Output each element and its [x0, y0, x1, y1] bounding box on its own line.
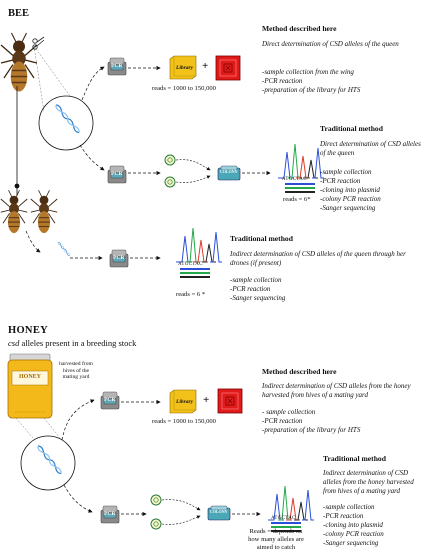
method-heading: Traditional method: [320, 124, 383, 133]
section-title-bee: BEE: [8, 8, 30, 19]
library-label: Library: [176, 399, 194, 405]
method-description: Indirect determination of CSD alleles of…: [230, 250, 406, 267]
method-step: -cloning into plasmid: [320, 186, 380, 194]
subtitle-rest: alleles present in a breeding stock: [21, 338, 137, 348]
dna-strand-icon: [57, 241, 71, 257]
section-subtitle: csd alleles present in a breeding stock: [8, 338, 137, 349]
gene-name: csd: [8, 338, 20, 348]
plus-sign: +: [202, 60, 209, 72]
hts-sequencer-icon: [215, 55, 241, 81]
method-step: -sample collection: [323, 503, 375, 511]
method-heading: Traditional method: [323, 454, 386, 463]
colony-label: COLONY: [210, 509, 228, 514]
pcr-label: PCR: [104, 511, 116, 517]
method-step: -PCR reaction: [230, 285, 271, 293]
plasmid-icon: [150, 494, 162, 530]
sequence-bars-icon: [180, 268, 210, 278]
method-heading: Method described here: [262, 367, 337, 376]
method-step: -colony PCR reaction: [320, 195, 381, 203]
method-step: -preparation of the library for HTS: [262, 426, 361, 434]
chromatogram-icon: [175, 227, 223, 263]
drone-bee-icon: [30, 189, 58, 234]
method-description: Direct determination of CSD alleles of t…: [262, 40, 399, 48]
method-step: -Sanger sequencing: [230, 294, 286, 302]
sequence-bars-icon: [285, 183, 315, 193]
queen-bee-icon: [0, 32, 38, 93]
drone-bee-icon: [0, 189, 28, 234]
pcr-label: PCR: [111, 171, 123, 177]
wing-dna-magnifier: [38, 95, 94, 151]
method-step: -preparation of the library for HTS: [262, 86, 361, 94]
pcr-label: PCR: [113, 255, 125, 261]
sequence-text: ATGCTAC: [271, 516, 296, 521]
plus-sign: +: [203, 394, 210, 406]
pcr-label: PCR: [111, 63, 123, 69]
sequence-text: ATGCTAC: [282, 177, 307, 182]
plasmid-icon: [164, 154, 176, 188]
method-step: -sample collection: [320, 168, 372, 176]
method-step: -Sanger sequencing: [323, 539, 379, 547]
reads-label: Reads = depends on how many alleles are …: [248, 528, 304, 551]
chromatogram-icon: [277, 143, 325, 179]
method-step: -sample collection: [230, 276, 282, 284]
honey-dna-magnifier: [20, 435, 76, 491]
method-step: -PCR reaction: [323, 512, 364, 520]
method-heading: Method described here: [262, 24, 337, 33]
method-step: - sample collection: [262, 408, 316, 416]
colony-label: COLONY: [220, 169, 238, 174]
method-description: Direct determination of CSD alleles of t…: [320, 140, 421, 157]
method-step: -cloning into plasmid: [323, 521, 383, 529]
method-step: -sample collection from the wing: [262, 68, 354, 76]
method-step: -PCR reaction: [262, 417, 303, 425]
pcr-label: PCR: [104, 397, 116, 403]
jar-caption: harvested from hives of the mating yard: [59, 361, 93, 381]
honey-jar-icon: [7, 353, 53, 419]
method-step: -Sanger sequencing: [320, 204, 376, 212]
method-step: -colony PCR reaction: [323, 530, 384, 538]
reads-label: reads = 6 *: [176, 291, 206, 298]
reads-label: reads = 1000 to 150,000: [152, 418, 216, 425]
reads-label: reads = 1000 to 150,000: [152, 85, 216, 92]
method-step: -PCR reaction: [320, 177, 361, 185]
library-label: Library: [176, 65, 194, 71]
reads-label: reads = 6*: [283, 196, 311, 203]
method-heading: Traditional method: [230, 234, 293, 243]
section-title-honey: HONEY: [8, 325, 49, 336]
chromatogram-icon: [267, 485, 315, 521]
method-description: Indirect determination of CSD alleles fr…: [323, 469, 414, 495]
sequence-text: ATGCTAC: [178, 262, 203, 267]
hts-sequencer-icon: [217, 388, 243, 414]
method-step: -PCR reaction: [262, 77, 303, 85]
scissors-icon: [32, 36, 45, 50]
jar-label: HONEY: [18, 374, 41, 380]
method-description: Indirect determination of CSD alleles fr…: [262, 382, 411, 399]
